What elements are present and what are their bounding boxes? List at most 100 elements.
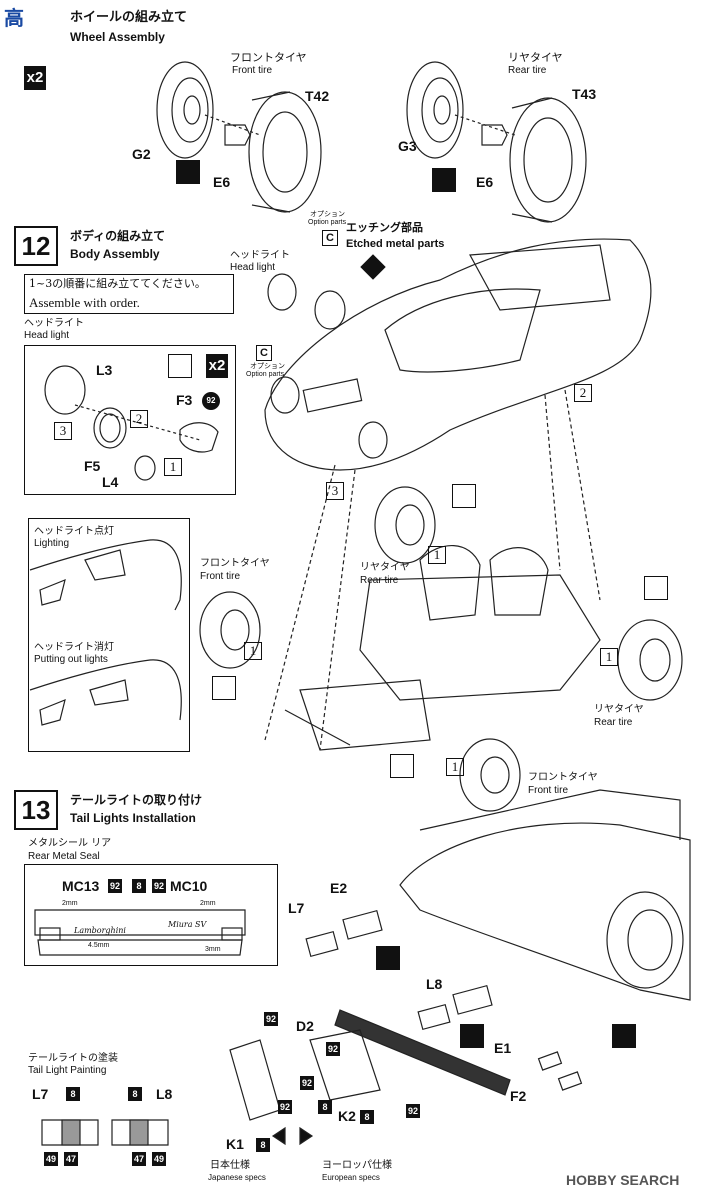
paint-code-92: 92 xyxy=(300,1076,314,1090)
seal-MC10: MC10 xyxy=(170,878,208,894)
paint-code-8: 8 xyxy=(256,1138,270,1152)
european-specs-jp: ヨーロッパ仕様 xyxy=(322,1160,392,1171)
step12-number: 12 xyxy=(14,226,58,266)
order-step-1: 1 xyxy=(446,758,464,776)
paint-code-92: 92 xyxy=(406,1104,420,1118)
step11-front-tire-en: Front tire xyxy=(232,65,273,76)
rear-seal-en: Rear Metal Seal xyxy=(28,851,100,862)
tail-painting-en: Tail Light Painting xyxy=(28,1065,107,1076)
part-L4: L4 xyxy=(102,474,119,490)
cement-icon xyxy=(460,1024,484,1048)
hobbysearch-logo: HOBBY SEARCH xyxy=(566,1172,680,1188)
paint-code-8: 8 xyxy=(128,1087,142,1101)
cement-icon xyxy=(376,946,400,970)
dim-2mm: 2mm xyxy=(62,900,78,907)
tire-front xyxy=(248,91,322,213)
step13-title-en: Tail Lights Installation xyxy=(70,811,196,825)
cement-icon xyxy=(612,1024,636,1048)
step13-number: 13 xyxy=(14,790,58,830)
european-specs-en: European specs xyxy=(322,1173,380,1182)
part-E6-front: E6 xyxy=(213,174,231,190)
order-step-1: 1 xyxy=(428,546,446,564)
paint-code-8: 8 xyxy=(132,879,146,893)
order-step-1: 1 xyxy=(164,458,182,476)
no-cement-icon xyxy=(390,754,414,778)
tire-rear xyxy=(509,97,587,223)
part-G2: G2 xyxy=(132,146,151,162)
script-model-logo: Miura SV xyxy=(168,920,207,929)
step11-qty-badge: x2 xyxy=(24,66,46,90)
part-F3: F3 xyxy=(176,392,193,408)
part-G3: G3 xyxy=(398,138,417,154)
no-cement-icon xyxy=(644,576,668,600)
inset-headlight-jp: ヘッドライト xyxy=(24,318,84,329)
front-tire-label-en: Front tire xyxy=(528,785,569,796)
option-label-jp: オプション xyxy=(250,362,285,370)
order-step-2: 2 xyxy=(130,410,148,428)
dim-2mm: 2mm xyxy=(200,900,216,907)
paint-code-92: 92 xyxy=(278,1100,292,1114)
part-L8: L8 xyxy=(156,1086,173,1102)
option-label-jp: オプション xyxy=(310,210,345,218)
rear-seal-inset-box xyxy=(24,864,278,966)
step12-title-jp: ボディの組み立て xyxy=(70,229,166,243)
no-cement-icon xyxy=(452,484,476,508)
no-cement-icon xyxy=(168,354,192,378)
paint-code-47: 47 xyxy=(132,1152,146,1166)
part-L8: L8 xyxy=(426,976,443,992)
part-F2: F2 xyxy=(510,1088,527,1104)
option-badge: C xyxy=(256,345,272,361)
paint-code-8: 8 xyxy=(318,1100,332,1114)
paint-code-92: 92 xyxy=(202,392,220,410)
part-E6-rear: E6 xyxy=(476,174,494,190)
wheel-rim-front xyxy=(156,61,214,159)
paint-code-49: 49 xyxy=(44,1152,58,1166)
part-T43: T43 xyxy=(572,86,597,102)
part-L7: L7 xyxy=(32,1086,49,1102)
dim-4-5mm: 4.5mm xyxy=(88,942,110,949)
front-tire-label-jp: フロントタイヤ xyxy=(200,558,270,569)
option-label-en: Option parts xyxy=(246,371,285,378)
part-E1: E1 xyxy=(494,1040,512,1056)
order-step-3: 3 xyxy=(326,482,344,500)
step13-title-jp: テールライトの取り付け xyxy=(70,793,203,807)
order-step-2: 2 xyxy=(574,384,592,402)
putting-out-label-en: Putting out lights xyxy=(34,654,108,665)
car-body-outline xyxy=(264,238,652,471)
japanese-specs-jp: 日本仕様 xyxy=(210,1160,250,1171)
paint-code-47: 47 xyxy=(64,1152,78,1166)
cement-icon xyxy=(432,168,456,192)
rear-seal-jp: メタルシール リア xyxy=(28,838,112,849)
part-K2: K2 xyxy=(338,1108,356,1124)
part-E2: E2 xyxy=(330,880,348,896)
rear-tire-label-jp: リヤタイヤ xyxy=(594,704,644,715)
order-step-1: 1 xyxy=(244,642,262,660)
headlight-inset-box xyxy=(24,345,236,495)
seal-MC13: MC13 xyxy=(62,878,100,894)
lighting-inset-box xyxy=(28,518,190,752)
paint-code-92: 92 xyxy=(326,1042,340,1056)
order-step-3: 3 xyxy=(54,422,72,440)
paint-code-92: 92 xyxy=(108,879,122,893)
japanese-specs-en: Japanese specs xyxy=(208,1173,266,1182)
headlight-label-jp: ヘッドライト xyxy=(230,250,290,261)
watermark-logo: 高 xyxy=(4,8,24,30)
paint-code-8: 8 xyxy=(360,1110,374,1124)
script-brand-logo: Lamborghini xyxy=(74,926,126,935)
step12-qty-badge: x2 xyxy=(206,354,228,378)
part-D2: D2 xyxy=(296,1018,314,1034)
order-note-box: 1~3の順番に組み立ててください。 Assemble with order. xyxy=(24,274,234,314)
putting-out-label-jp: ヘッドライト消灯 xyxy=(34,642,114,653)
front-tire-label-jp: フロントタイヤ xyxy=(528,772,598,783)
part-L7: L7 xyxy=(288,900,305,916)
front-tire-label-en: Front tire xyxy=(200,571,241,582)
rear-tire-label-en: Rear tire xyxy=(594,717,633,728)
step11-title-jp: ホイールの組み立て xyxy=(70,10,188,25)
rear-tire-label-en: Rear tire xyxy=(360,575,399,586)
etched-parts-jp: エッチング部品 xyxy=(346,221,423,234)
paint-code-92: 92 xyxy=(152,879,166,893)
part-L3: L3 xyxy=(96,362,113,378)
chassis-outline xyxy=(359,574,601,701)
option-label-en: Option parts xyxy=(308,219,347,226)
